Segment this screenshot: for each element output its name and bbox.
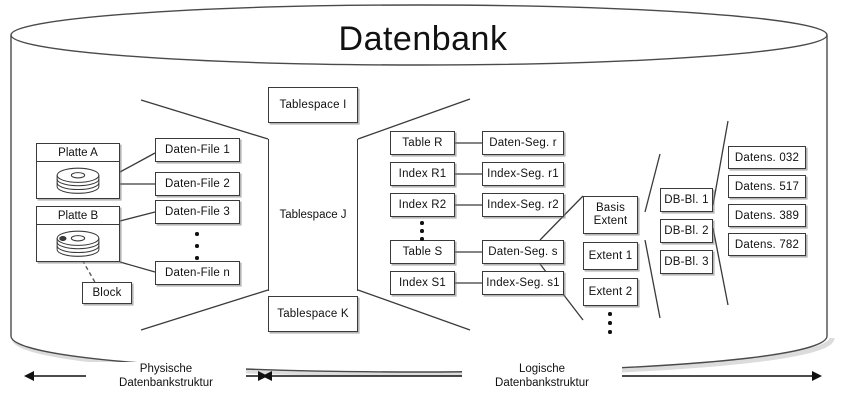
extent-ellipsis [607, 312, 613, 334]
object-index-r2[interactable]: Index R2 [390, 193, 455, 217]
tablespace-i[interactable]: Tablespace I [268, 87, 358, 123]
segment-daten-seg-s[interactable]: Daten-Seg. s [482, 240, 564, 264]
extent-basis-line2: Extent [593, 215, 628, 227]
object-index-r1[interactable]: Index R1 [390, 162, 455, 186]
segment-index-seg-s1[interactable]: Index-Seg. s1 [482, 271, 564, 295]
db-block-1[interactable]: DB-Bl. 1 [660, 188, 713, 212]
object-table-s[interactable]: Table S [390, 240, 455, 264]
tablespace-j[interactable]: Tablespace J [268, 139, 358, 291]
logical-structure-label-line1: Logische [518, 363, 566, 375]
data-file-3[interactable]: Daten-File 3 [155, 200, 240, 224]
record-032[interactable]: Datens. 032 [728, 146, 806, 169]
disk-platte-a[interactable]: Platte A [36, 143, 120, 199]
page-title: Datenbank [338, 20, 508, 58]
disk-platter-icon [37, 225, 119, 262]
extent-basis-line1: Basis [595, 202, 626, 215]
segment-index-seg-r1[interactable]: Index-Seg. r1 [482, 162, 564, 186]
physical-structure-label-line1: Physische [139, 363, 193, 375]
data-file-2[interactable]: Daten-File 2 [155, 172, 240, 196]
physical-structure-label: Physische Datenbankstruktur [86, 362, 246, 391]
data-file-ellipsis [194, 232, 200, 260]
db-block-3[interactable]: DB-Bl. 3 [660, 250, 713, 274]
data-file-1[interactable]: Daten-File 1 [155, 138, 240, 162]
extent-2[interactable]: Extent 2 [583, 278, 638, 306]
block-box[interactable]: Block [82, 282, 132, 304]
record-782[interactable]: Datens. 782 [728, 233, 806, 256]
tablespace-k[interactable]: Tablespace K [268, 296, 358, 332]
logical-structure-label: Logische Datenbankstruktur [462, 362, 622, 391]
extent-basis[interactable]: Basis Extent [583, 196, 638, 234]
disk-platter-icon [37, 162, 119, 199]
record-389[interactable]: Datens. 389 [728, 204, 806, 227]
segment-index-seg-r2[interactable]: Index-Seg. r2 [482, 193, 564, 217]
disk-platte-a-label: Platte A [37, 144, 119, 162]
physical-structure-label-line2: Datenbankstruktur [119, 377, 213, 390]
segment-daten-seg-r[interactable]: Daten-Seg. r [482, 131, 564, 155]
disk-platte-b-label: Platte B [37, 207, 119, 225]
db-block-2[interactable]: DB-Bl. 2 [660, 219, 713, 243]
object-table-r[interactable]: Table R [390, 131, 455, 155]
object-ellipsis [419, 221, 425, 241]
extent-1[interactable]: Extent 1 [583, 242, 638, 270]
data-file-n[interactable]: Daten-File n [155, 261, 240, 285]
disk-platte-b[interactable]: Platte B [36, 206, 120, 262]
logical-structure-label-line2: Datenbankstruktur [495, 377, 589, 390]
object-index-s1[interactable]: Index S1 [390, 271, 455, 295]
record-517[interactable]: Datens. 517 [728, 175, 806, 198]
